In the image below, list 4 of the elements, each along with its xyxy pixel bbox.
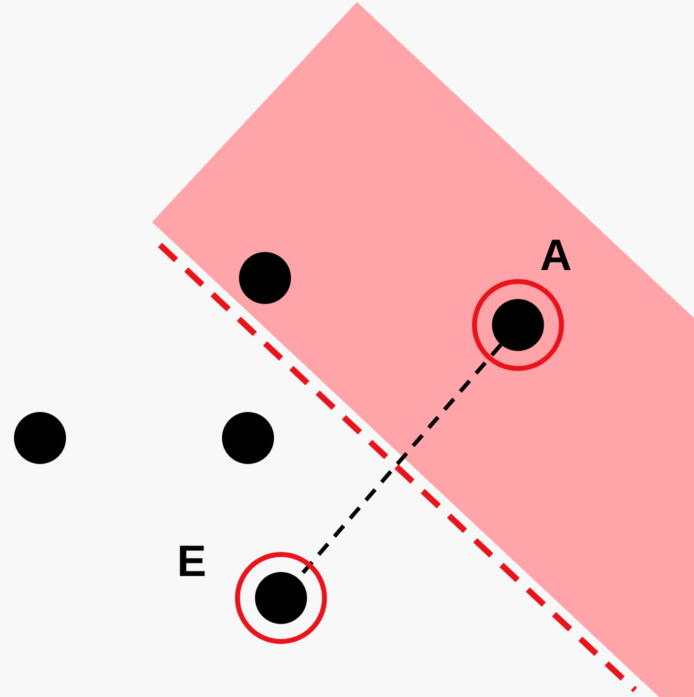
point-label: A bbox=[540, 234, 572, 278]
point-dot bbox=[14, 412, 66, 464]
point-dot bbox=[222, 412, 274, 464]
point-label: E bbox=[177, 540, 206, 584]
